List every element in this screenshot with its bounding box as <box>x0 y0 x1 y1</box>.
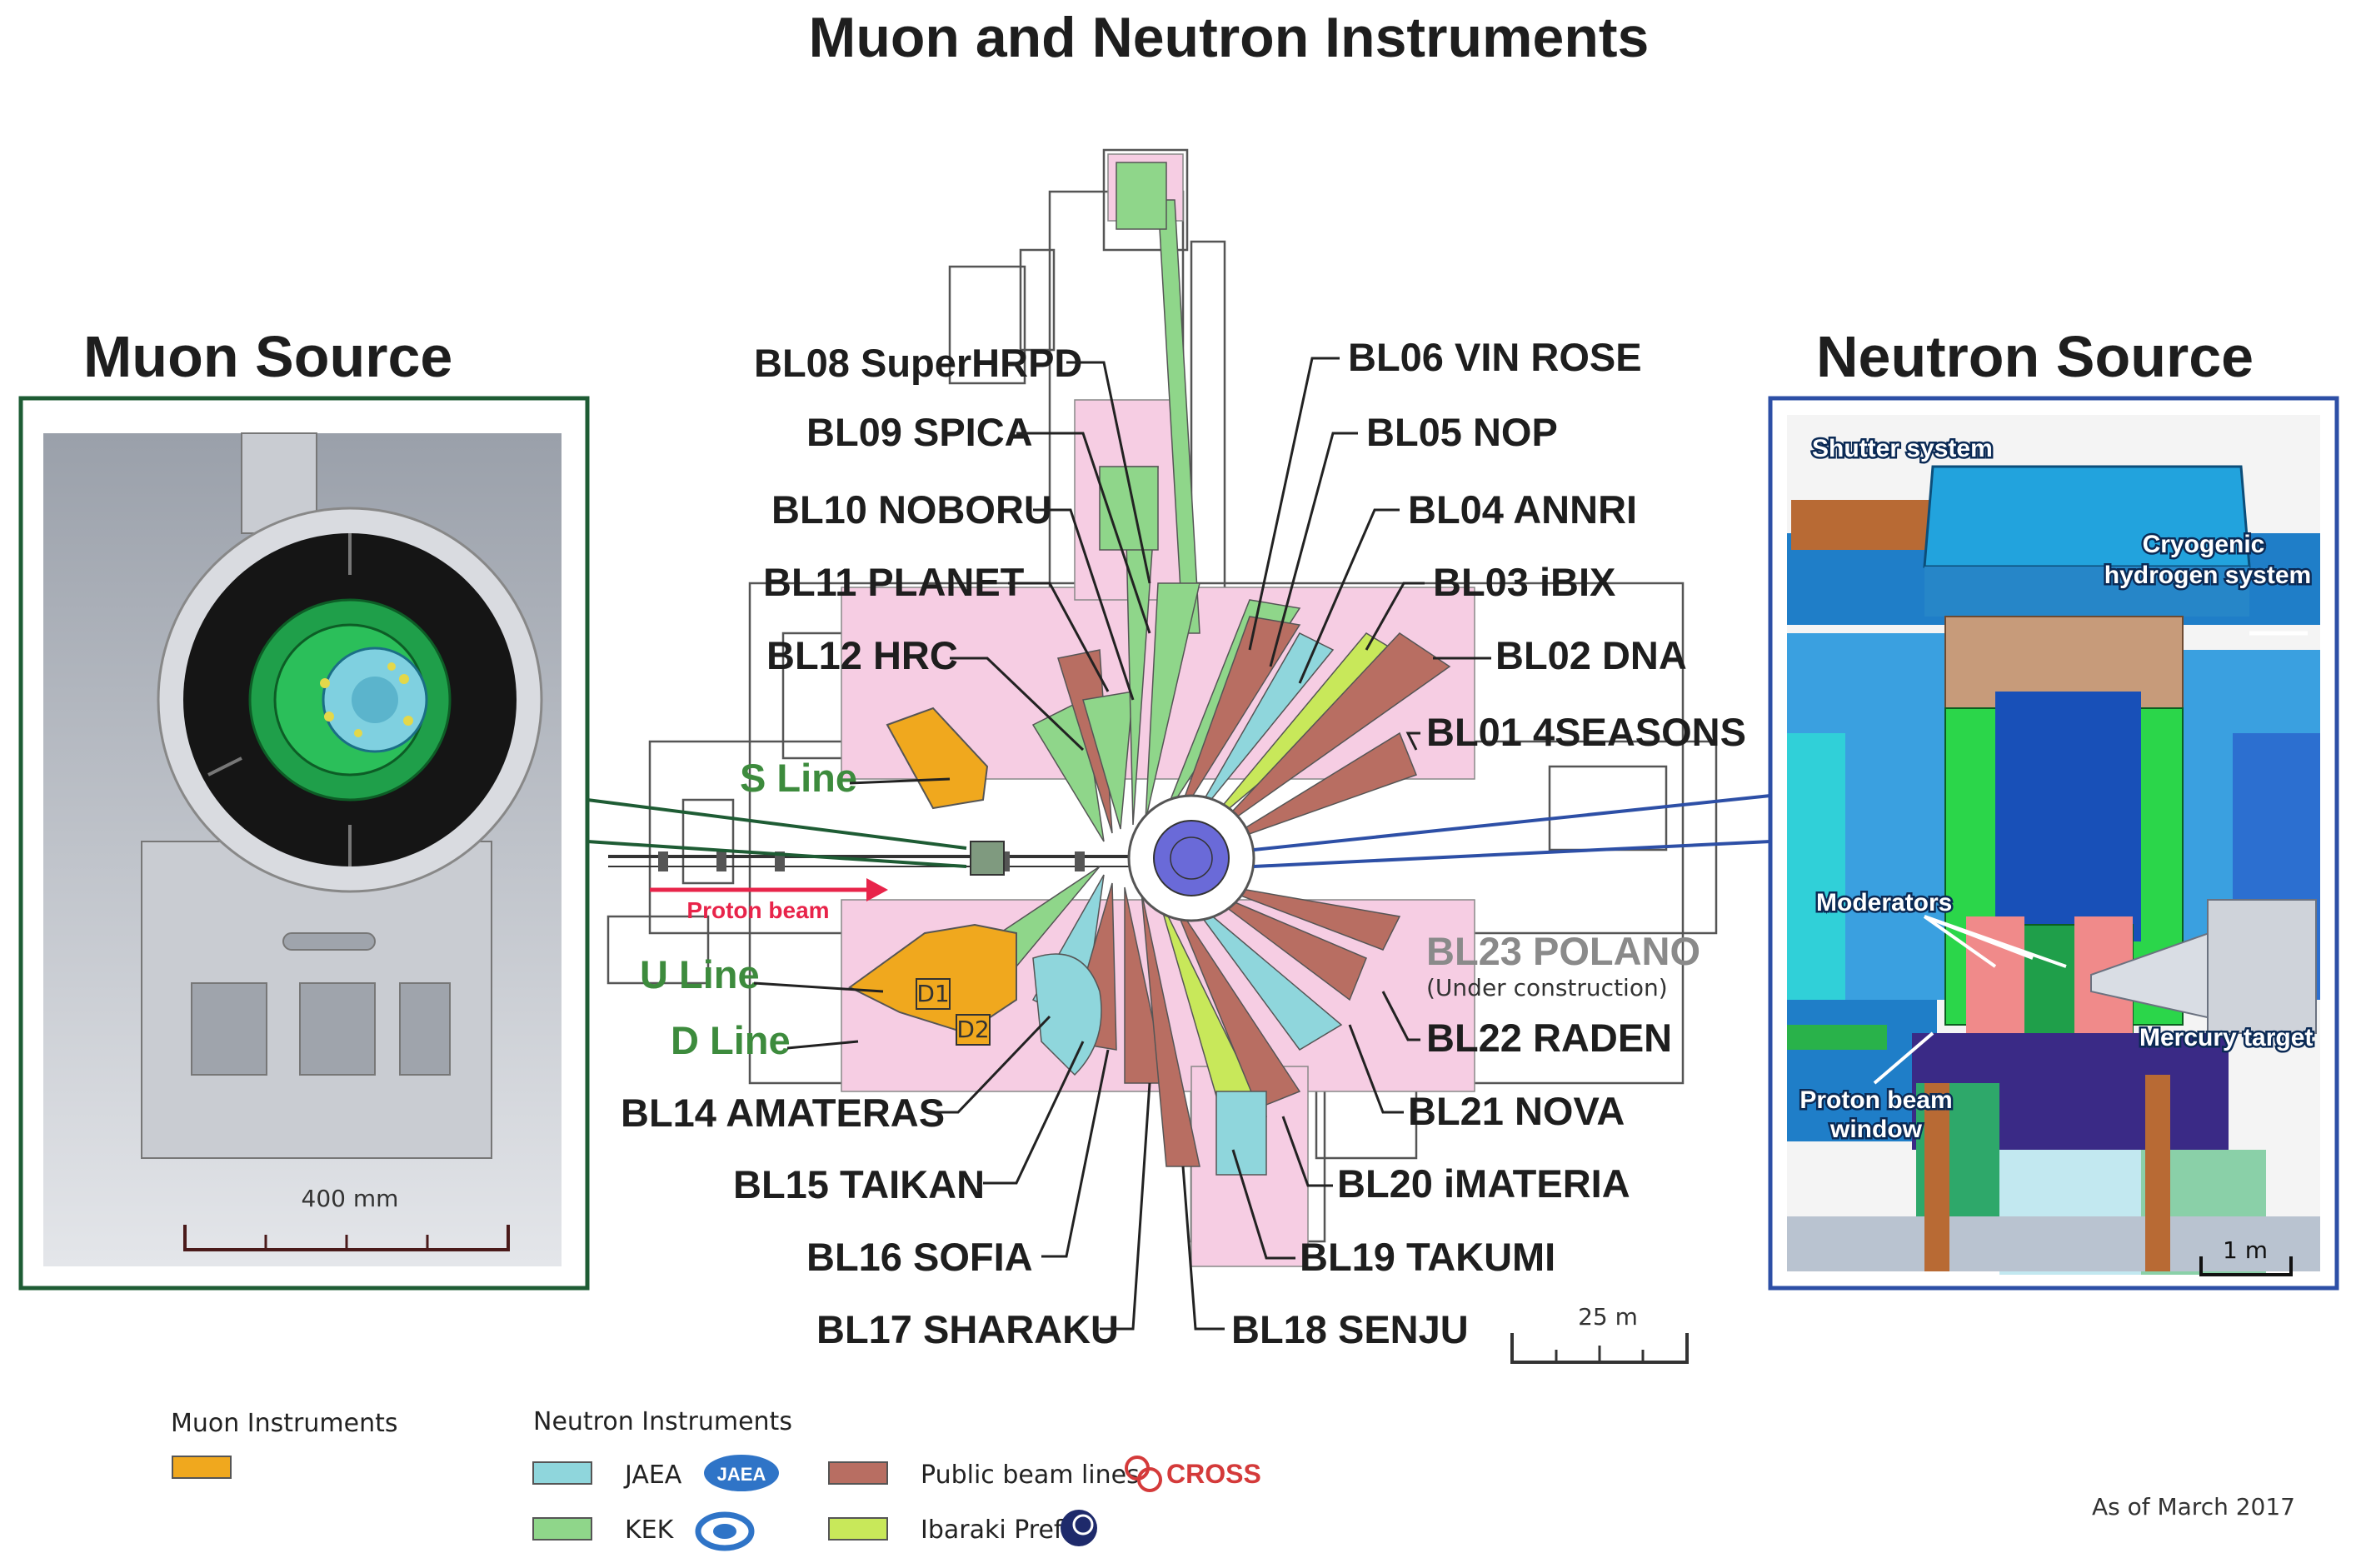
legend-public-swatch <box>828 1461 888 1485</box>
legend-muon-title: Muon Instruments <box>171 1409 398 1438</box>
d2-label: D2 <box>956 1016 989 1043</box>
label-bl09: BL09 SPICA <box>806 410 1033 454</box>
label-bl11: BL11 PLANET <box>763 560 1025 604</box>
legend: Muon Instruments Neutron Instruments JAE… <box>171 1407 1261 1551</box>
s-line-area <box>886 707 989 810</box>
neutron-source-panel: Neutron Source <box>1768 324 2339 1291</box>
facility-scale-label: 25 m <box>1578 1303 1638 1331</box>
d1-label: D1 <box>916 980 949 1007</box>
shutter-label: Shutter system <box>1812 435 1993 462</box>
u-line-label: U Line <box>640 952 760 996</box>
jaea-logo-text: JAEA <box>717 1464 766 1485</box>
legend-ibaraki-swatch <box>828 1517 888 1541</box>
label-bl02: BL02 DNA <box>1495 633 1687 677</box>
label-bl10: BL10 NOBORU <box>771 487 1052 532</box>
label-bl01: BL01 4SEASONS <box>1426 710 1746 754</box>
date-note: As of March 2017 <box>2092 1493 2295 1521</box>
muon-source-heading: Muon Source <box>83 324 452 389</box>
label-bl03: BL03 iBIX <box>1433 560 1615 604</box>
legend-public-label: Public beam lines <box>921 1461 1140 1490</box>
legend-jaea-swatch <box>532 1461 592 1485</box>
facility-scale-bar: 25 m <box>1510 1303 1689 1364</box>
label-bl16: BL16 SOFIA <box>806 1235 1033 1279</box>
label-bl19: BL19 TAKUMI <box>1300 1235 1555 1279</box>
diagram-title: Muon and Neutron Instruments <box>809 6 1650 69</box>
jaea-logo-icon <box>704 1455 779 1491</box>
ibaraki-logo-icon <box>1061 1510 1097 1546</box>
label-bl20: BL20 iMATERIA <box>1337 1161 1630 1206</box>
legend-kek-label: KEK <box>625 1516 675 1545</box>
legend-jaea-label: JAEA <box>623 1461 682 1490</box>
label-bl14: BL14 AMATERAS <box>621 1091 945 1135</box>
cryogenic-label-1: Cryogenic <box>2143 531 2265 558</box>
cryogenic-label-2: hydrogen system <box>2104 562 2311 589</box>
d-line-label: D Line <box>671 1018 791 1062</box>
neutron-scale-label: 1 m <box>2223 1236 2268 1264</box>
muon-scale-label: 400 mm <box>302 1185 399 1212</box>
moderators-label: Moderators <box>1816 889 1952 916</box>
legend-neutron-title: Neutron Instruments <box>533 1407 792 1436</box>
label-bl23-note: (Under construction) <box>1426 974 1668 1001</box>
proton-window-label-2: window <box>1829 1116 1923 1143</box>
mercury-target-label: Mercury target <box>2139 1024 2313 1051</box>
label-bl18: BL18 SENJU <box>1231 1307 1469 1351</box>
label-bl12: BL12 HRC <box>766 633 958 677</box>
beamline-labels: BL08 SuperHRPD BL09 SPICA BL10 NOBORU BL… <box>621 335 1746 1351</box>
legend-muon-swatch <box>172 1456 232 1479</box>
s-line-label: S Line <box>740 756 857 800</box>
label-bl08: BL08 SuperHRPD <box>754 341 1082 385</box>
label-bl06: BL06 VIN ROSE <box>1348 335 1642 379</box>
legend-ibaraki-label: Ibaraki Pref. <box>921 1516 1069 1545</box>
kek-logo-icon <box>695 1511 755 1551</box>
label-bl04: BL04 ANNRI <box>1408 487 1637 532</box>
cross-logo-text: CROSS <box>1166 1459 1261 1489</box>
muon-source-panel: Muon Source 400 mm <box>18 324 590 1291</box>
label-bl05: BL05 NOP <box>1366 410 1558 454</box>
neutron-source-heading: Neutron Source <box>1816 324 2254 389</box>
muon-target <box>970 841 1005 876</box>
cross-logo-icon <box>1125 1456 1162 1492</box>
legend-kek-swatch <box>532 1517 592 1541</box>
facility-floor-plan: D1 D2 Proton beam S Line U Line D Line <box>606 148 1718 1267</box>
label-bl15: BL15 TAIKAN <box>733 1162 985 1206</box>
label-bl21: BL21 NOVA <box>1408 1089 1625 1133</box>
proton-beam-label: Proton beam <box>686 897 829 923</box>
label-bl17: BL17 SHARAKU <box>816 1307 1119 1351</box>
label-bl23: BL23 POLANO <box>1426 929 1700 973</box>
proton-window-label-1: Proton beam <box>1799 1086 1952 1114</box>
label-bl22: BL22 RADEN <box>1426 1016 1672 1060</box>
